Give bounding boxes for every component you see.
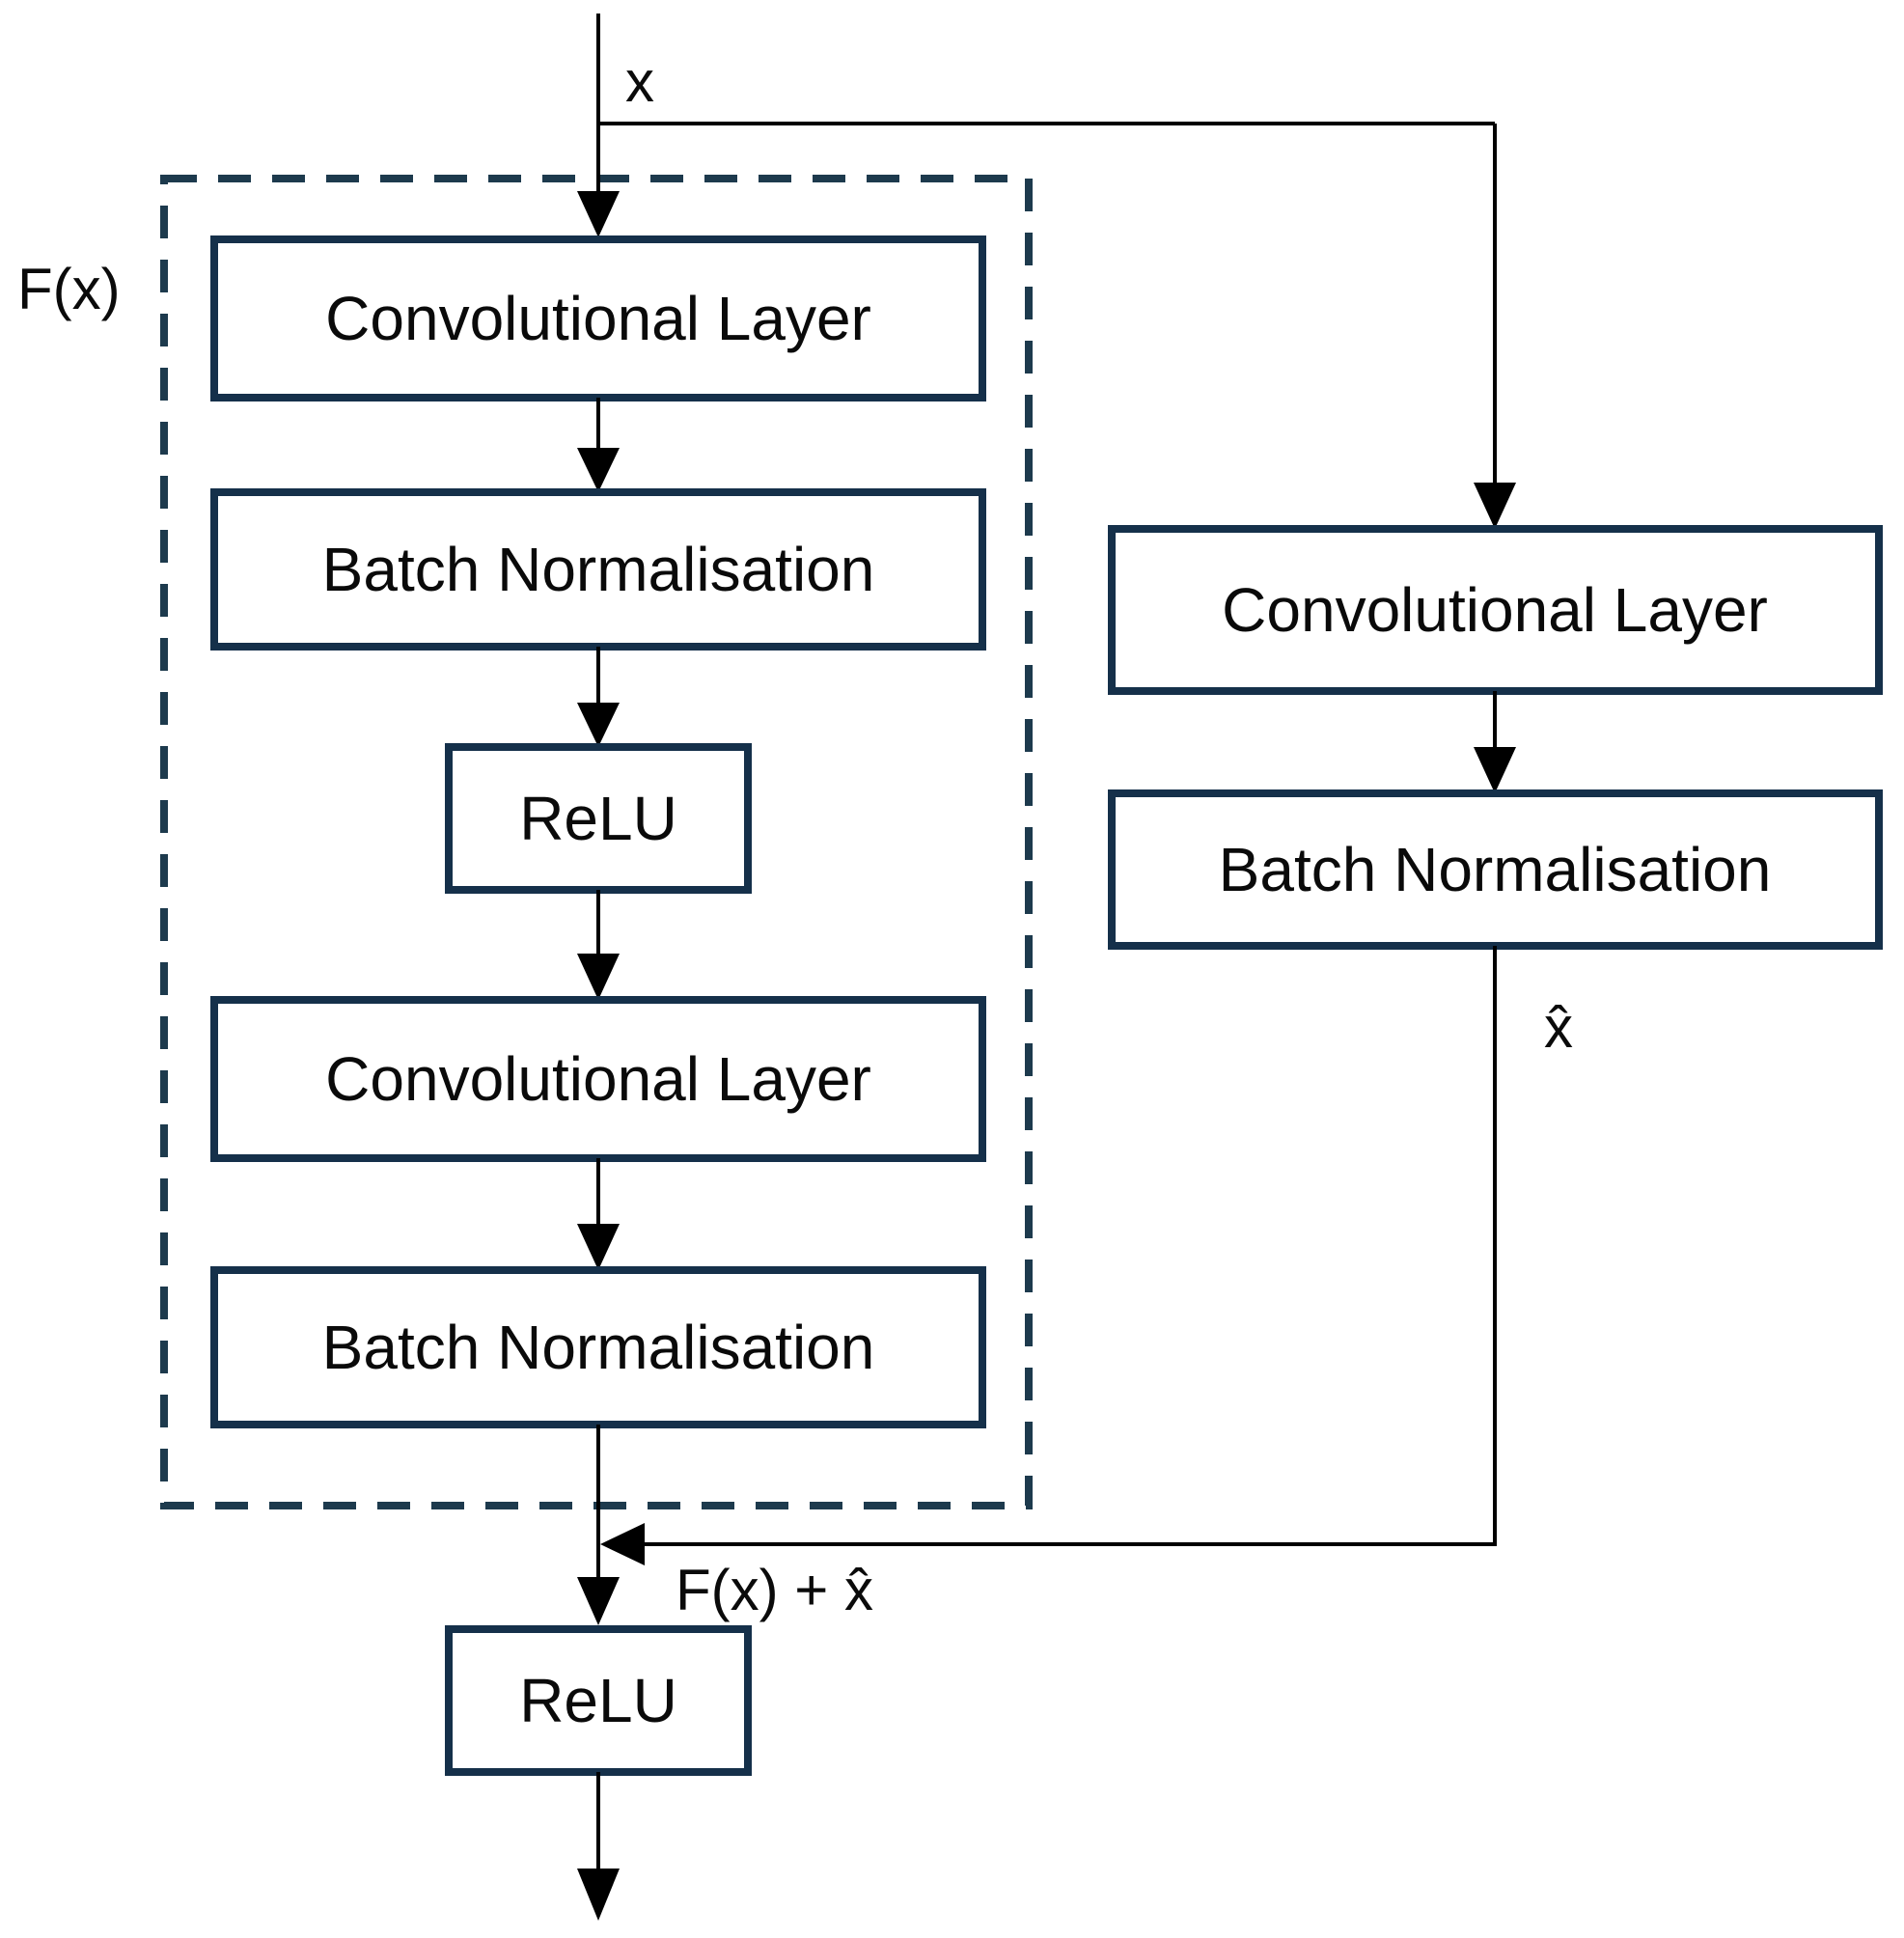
- bn1-arrowhead-icon: [577, 448, 620, 492]
- conv-layer-1-label: Convolutional Layer: [325, 284, 871, 353]
- relu-1-box: [445, 743, 752, 894]
- merge-arrowhead-icon: [600, 1523, 645, 1565]
- residual-function-label: F(x): [17, 257, 121, 321]
- input-label: x: [625, 49, 654, 114]
- bn2-arrowhead-icon: [577, 1224, 620, 1270]
- identity-output-label: x̂: [1544, 995, 1573, 1060]
- conv2-arrowhead-icon: [577, 954, 620, 1000]
- skip-conv-layer-label: Convolutional Layer: [1222, 575, 1768, 645]
- skip-bn-arrowhead-icon: [1474, 747, 1516, 793]
- relu2-arrowhead-icon: [577, 1577, 620, 1625]
- input-arrowhead-icon: [577, 191, 620, 237]
- relu-1-label: ReLU: [519, 784, 677, 853]
- batch-norm-1-label: Batch Normalisation: [322, 535, 875, 604]
- merge-sum-label: F(x) + x̂: [676, 1558, 873, 1622]
- relu-2-label: ReLU: [519, 1666, 677, 1735]
- skip-return-wire: [643, 946, 1497, 1546]
- skip-conv-arrowhead-icon: [1474, 483, 1516, 529]
- relu-2-box: [445, 1625, 752, 1776]
- relu1-arrowhead-icon: [577, 703, 620, 747]
- skip-batch-norm-box: [1108, 789, 1883, 950]
- conv-layer-2-label: Convolutional Layer: [325, 1044, 871, 1114]
- conv-layer-1-box: [210, 235, 986, 401]
- skip-batch-norm-label: Batch Normalisation: [1219, 835, 1772, 904]
- skip-conv-layer-box: [1108, 525, 1883, 695]
- output-arrowhead-icon: [577, 1869, 620, 1921]
- batch-norm-2-label: Batch Normalisation: [322, 1313, 875, 1382]
